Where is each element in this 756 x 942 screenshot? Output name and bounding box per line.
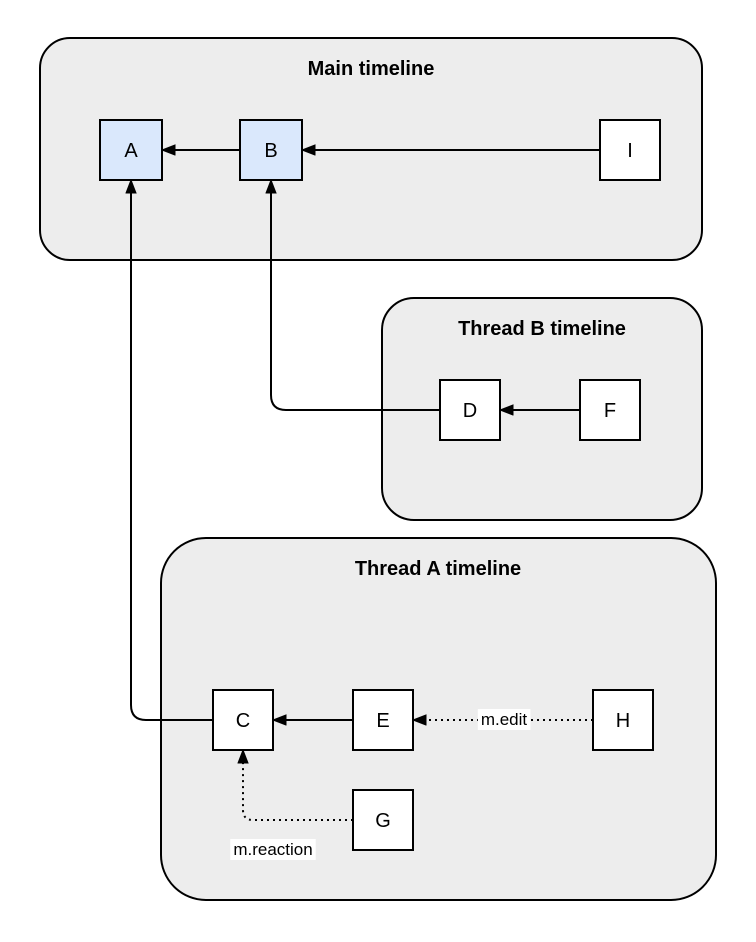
node-C bbox=[212, 689, 274, 751]
edge-C-to-A bbox=[131, 180, 213, 721]
node-label-C: C bbox=[236, 710, 250, 732]
edge-label-bg-G-to-C bbox=[230, 839, 316, 860]
node-A bbox=[99, 119, 163, 181]
node-label-A: A bbox=[124, 140, 138, 162]
node-G bbox=[352, 789, 414, 851]
node-B bbox=[239, 119, 303, 181]
edge-label-H-to-E: m.edit bbox=[481, 710, 528, 729]
container-title-thread-b-timeline: Thread B timeline bbox=[458, 318, 626, 340]
edge-D-to-B bbox=[271, 180, 440, 411]
node-E bbox=[352, 689, 414, 751]
node-label-I: I bbox=[627, 140, 633, 162]
container-title-thread-a-timeline: Thread A timeline bbox=[355, 558, 521, 580]
node-label-G: G bbox=[375, 810, 391, 832]
container-title-main-timeline: Main timeline bbox=[308, 58, 435, 80]
edge-label-G-to-C: m.reaction bbox=[233, 840, 312, 859]
node-label-H: H bbox=[616, 710, 630, 732]
node-I bbox=[599, 119, 661, 181]
node-label-F: F bbox=[604, 400, 616, 422]
node-label-B: B bbox=[264, 140, 277, 162]
node-label-E: E bbox=[376, 710, 389, 732]
node-D bbox=[439, 379, 501, 441]
node-H bbox=[592, 689, 654, 751]
node-label-D: D bbox=[463, 400, 477, 422]
edge-G-to-C bbox=[243, 750, 353, 821]
node-F bbox=[579, 379, 641, 441]
edge-label-bg-H-to-E bbox=[477, 709, 531, 730]
